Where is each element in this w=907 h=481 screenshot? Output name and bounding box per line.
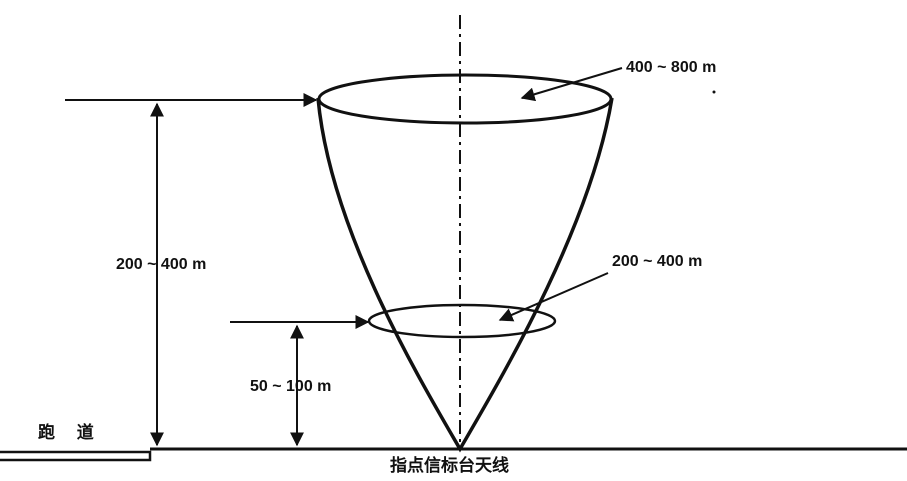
low-height-label: 50 ~ 100 m bbox=[250, 378, 332, 395]
mid-coverage-ellipse bbox=[367, 303, 557, 339]
stray-dot bbox=[712, 90, 716, 94]
coverage-cone-outline bbox=[316, 97, 614, 453]
mid-width-label: 200 ~ 400 m bbox=[612, 253, 703, 270]
total-height-label: 200 ~ 400 m bbox=[116, 256, 207, 273]
antenna-label: 指点信标台天线 bbox=[390, 456, 509, 475]
runway-label: 跑 道 bbox=[38, 423, 94, 442]
top-width-label: 400 ~ 800 m bbox=[626, 59, 717, 76]
top-coverage-ellipse bbox=[317, 73, 613, 125]
top-width-leader bbox=[520, 67, 623, 102]
mid-width-leader bbox=[498, 272, 609, 322]
runway-shape bbox=[0, 450, 152, 462]
